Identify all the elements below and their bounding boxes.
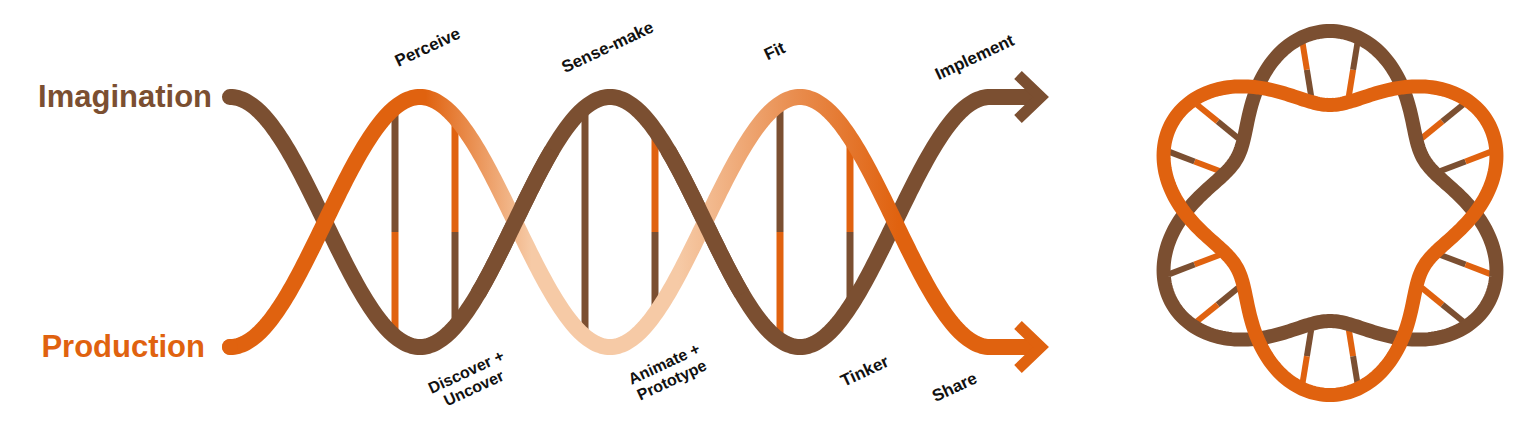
rung — [392, 115, 399, 232]
stage-label: Sense-make — [559, 19, 657, 78]
rung — [582, 232, 589, 329]
ring-rung — [1442, 104, 1463, 121]
arrow-head — [1018, 325, 1041, 369]
ring-strand — [1164, 31, 1497, 340]
rung — [452, 232, 459, 320]
strand-title: Imagination — [38, 80, 212, 114]
ring-rung — [1218, 288, 1239, 305]
ring-rung — [1349, 330, 1353, 356]
ring-rung — [1422, 121, 1443, 138]
ring-rung — [1442, 305, 1463, 322]
ring-rung — [1440, 161, 1465, 171]
ring-rung — [1197, 104, 1218, 121]
rung — [847, 144, 854, 232]
strand-title: Production — [41, 330, 205, 364]
rung — [652, 137, 659, 232]
ring-rung — [1422, 288, 1443, 305]
imagination-strand — [478, 150, 552, 294]
rung — [582, 115, 589, 232]
ring-rung — [1303, 356, 1307, 382]
stage-label: Perceive — [392, 25, 463, 72]
rung — [452, 124, 459, 232]
ring-rung — [1169, 265, 1194, 275]
arrow-head — [1018, 75, 1041, 119]
ring-rung — [1466, 152, 1491, 162]
rung — [392, 232, 399, 329]
ring-rung — [1307, 330, 1311, 356]
stage-label: Discover + Uncover — [419, 344, 521, 416]
ring-rung — [1440, 255, 1465, 265]
stage-label: Share — [930, 370, 981, 407]
imagination-strand — [668, 150, 742, 294]
ring-rung — [1353, 356, 1357, 382]
imagination-strand — [230, 97, 1036, 347]
ring-rung — [1349, 70, 1353, 96]
stage-label: Implement — [933, 32, 1018, 85]
ring-helix — [1164, 31, 1497, 395]
ring-rung — [1303, 43, 1307, 69]
ring-rung — [1353, 43, 1357, 69]
ring-rung — [1466, 265, 1491, 275]
ring-rung — [1194, 161, 1219, 171]
rung — [777, 232, 784, 333]
stage-label: Tinker — [838, 353, 892, 391]
strand-end — [222, 339, 238, 355]
helix-strands — [222, 97, 1036, 355]
ring-rung — [1197, 305, 1218, 322]
helix-rungs — [395, 111, 850, 333]
rung — [777, 111, 784, 232]
ring-strand — [1164, 86, 1497, 395]
stage-label: Animate + Prototype — [617, 336, 719, 408]
ring-rung — [1169, 152, 1194, 162]
production-strand — [230, 97, 1036, 347]
ring-rung — [1307, 70, 1311, 96]
stage-label: Fit — [762, 39, 789, 65]
ring-rung — [1194, 255, 1219, 265]
rung — [652, 232, 659, 307]
ring-rung — [1218, 121, 1239, 138]
